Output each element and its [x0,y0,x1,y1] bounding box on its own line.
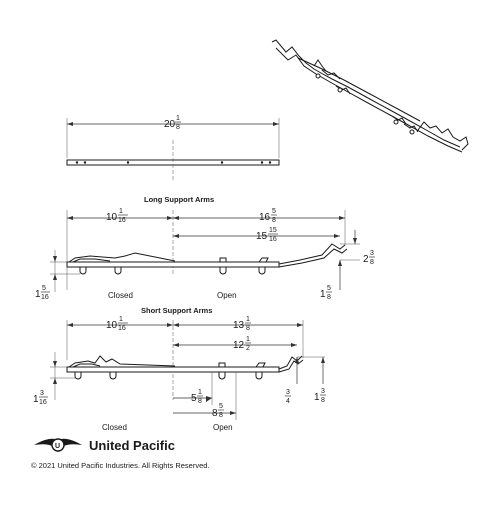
svg-text:1: 1 [176,115,180,122]
svg-text:10: 10 [106,212,118,223]
svg-text:16: 16 [259,212,271,223]
long-closed-offset-label: 10 1 16 [106,208,128,224]
long-support-arms-section: Long Support Arms 10 1 16 16 5 8 15 15 [35,195,375,301]
svg-text:4: 4 [286,398,290,405]
overall-length-label: 20 1 8 [164,115,181,131]
svg-text:3: 3 [40,390,44,397]
svg-text:15: 15 [256,231,268,242]
short-inner-a-label: 5 1 8 [191,389,203,405]
svg-text:1: 1 [33,394,39,405]
svg-text:8: 8 [327,294,331,301]
short-open-label: Open [213,423,233,432]
short-support-arms-title: Short Support Arms [141,306,212,315]
svg-text:16: 16 [41,294,49,301]
short-support-arms-section: Short Support Arms 10 1 16 13 1 8 12 1 [33,306,326,432]
svg-text:8: 8 [370,259,374,266]
top-view: 20 1 8 [66,115,280,180]
short-arm-drawing [66,355,304,380]
brand-name: United Pacific [89,438,175,453]
svg-text:5: 5 [42,285,46,292]
svg-text:5: 5 [327,285,331,292]
svg-text:1: 1 [119,316,123,323]
long-support-arms-title: Long Support Arms [144,195,214,204]
short-inner-b-label: 8 5 8 [212,403,224,419]
long-open-label: Open [217,291,237,300]
svg-text:1: 1 [246,336,250,343]
svg-text:1: 1 [119,208,123,215]
svg-text:20: 20 [164,119,176,130]
svg-text:8: 8 [198,398,202,405]
svg-text:16: 16 [118,325,126,332]
svg-text:13: 13 [233,320,245,331]
short-arm-height-label: 3 4 [285,389,291,405]
short-closed-height-label: 1 3 16 [33,390,48,406]
svg-text:5: 5 [219,403,223,410]
long-open-height-label: 1 5 8 [320,285,332,301]
svg-text:8: 8 [176,124,180,131]
svg-text:8: 8 [219,412,223,419]
svg-text:12: 12 [233,340,245,351]
short-closed-label: Closed [102,423,127,432]
svg-text:1: 1 [246,316,250,323]
svg-text:1: 1 [35,289,41,300]
svg-text:U: U [55,443,60,450]
svg-text:3: 3 [286,389,290,396]
svg-text:2: 2 [246,345,250,352]
svg-text:8: 8 [212,408,218,419]
svg-text:15: 15 [269,227,277,234]
svg-text:5: 5 [191,393,197,404]
united-pacific-logo-icon: U [34,438,82,452]
svg-text:8: 8 [246,325,250,332]
brand-block: U United Pacific [34,438,175,453]
long-arm-height-label: 2 3 8 [363,250,375,266]
long-closed-label: Closed [108,291,133,300]
long-arm-drawing [66,243,348,275]
svg-text:8: 8 [321,397,325,404]
isometric-view [271,39,469,153]
copyright-text: © 2021 United Pacific Industries. All Ri… [31,461,210,470]
svg-text:1: 1 [320,289,326,300]
svg-text:3: 3 [370,250,374,257]
long-closed-height-label: 1 5 16 [35,285,50,301]
svg-text:10: 10 [106,320,118,331]
svg-text:16: 16 [118,217,126,224]
svg-text:1: 1 [198,389,202,396]
svg-text:1: 1 [314,392,320,403]
svg-text:16: 16 [39,399,47,406]
long-open-span-label: 15 15 16 [256,227,278,243]
short-open-height-label: 1 3 8 [314,388,326,404]
svg-text:3: 3 [321,388,325,395]
svg-text:5: 5 [272,208,276,215]
short-open-span-label: 12 1 2 [233,336,251,352]
svg-text:16: 16 [269,236,277,243]
short-max-span-label: 13 1 8 [233,316,251,332]
svg-text:8: 8 [272,217,276,224]
long-max-span-label: 16 5 8 [259,208,277,224]
short-closed-offset-label: 10 1 16 [106,316,128,332]
svg-text:2: 2 [363,254,369,265]
